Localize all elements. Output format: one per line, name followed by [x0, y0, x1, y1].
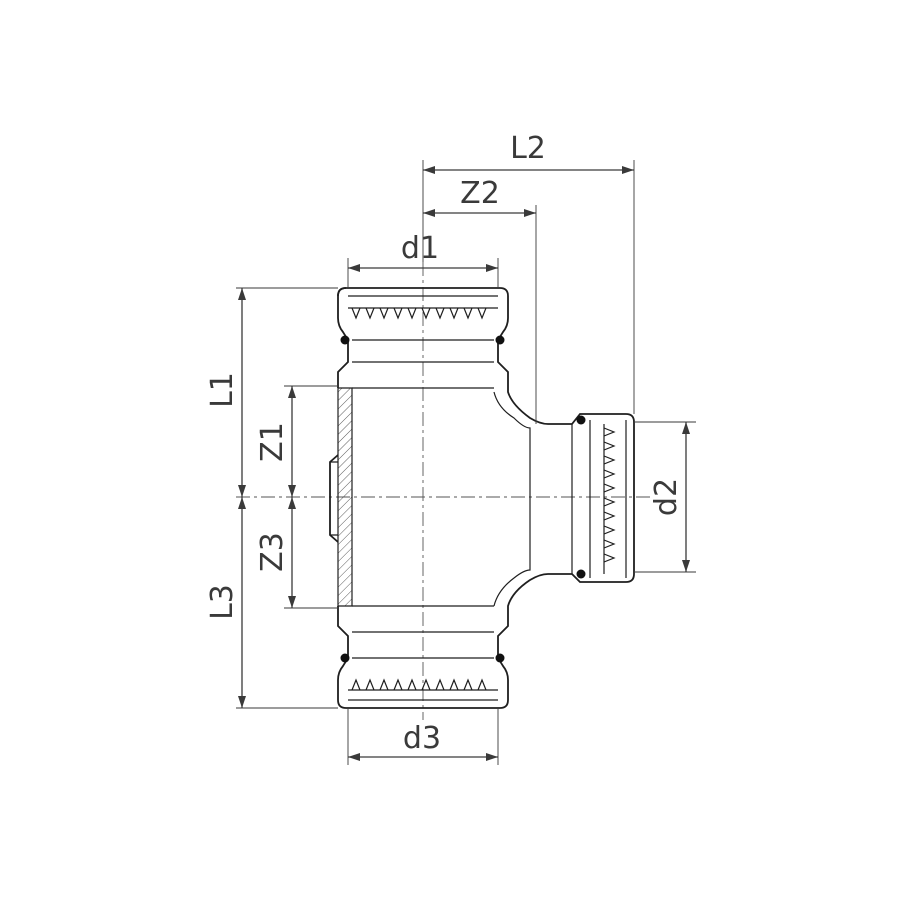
extension-lines: [236, 160, 696, 765]
label-d1: d1: [401, 231, 439, 266]
label-l2: L2: [510, 131, 546, 166]
top-socket-inner: [348, 295, 498, 389]
label-d2: d2: [649, 478, 684, 516]
label-l1: L1: [205, 372, 240, 408]
top-socket-outline-left: [337, 287, 349, 388]
branch-seal-ring-top: [576, 415, 586, 425]
bottom-seal-ring-left: [340, 653, 350, 663]
branch-seal-ring-bottom: [576, 569, 586, 579]
label-z1: Z1: [255, 422, 290, 462]
bottom-socket-teeth: [351, 678, 487, 691]
bottom-seal-ring-right: [495, 653, 505, 663]
left-boss: [329, 454, 339, 543]
label-d3: d3: [403, 721, 441, 756]
label-z3: Z3: [255, 532, 290, 572]
right-branch-socket-inner: [571, 420, 627, 578]
left-wall-section: [337, 387, 353, 607]
right-branch-socket-outline: [548, 413, 635, 583]
dimension-lines: [238, 166, 690, 761]
center-lines: [236, 262, 650, 720]
bottom-socket-inner: [348, 605, 498, 701]
branch-bore: [493, 391, 531, 607]
dimension-labels: L2 Z2 d1 d3 L1 L3 Z1 Z3 d2: [205, 131, 684, 756]
right-branch-teeth: [603, 427, 616, 563]
left-boss-edges: [330, 461, 338, 536]
bottom-socket-outline: [337, 573, 549, 709]
top-seal-ring-left: [340, 335, 350, 345]
label-z2: Z2: [460, 176, 500, 211]
label-l3: L3: [205, 584, 240, 620]
top-socket-teeth: [351, 307, 487, 320]
top-seal-ring-right: [495, 335, 505, 345]
fitting-body: [329, 287, 635, 709]
